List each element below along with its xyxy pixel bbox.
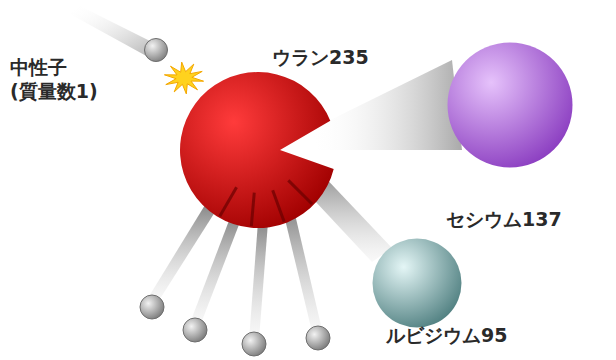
neutron-ball — [140, 295, 164, 319]
rubidium-nucleus: ルビジウム95 — [372, 238, 462, 328]
nucleus-body — [145, 39, 168, 62]
sphere-shape — [447, 42, 573, 168]
node-label: セシウム137 — [446, 208, 562, 232]
sphere-shape — [372, 238, 462, 328]
node-label: 中性子 (質量数1) — [10, 56, 110, 104]
neutron-ball — [242, 332, 266, 356]
neutron-ball — [183, 318, 207, 342]
sphere-shape — [180, 72, 336, 228]
exit-streak — [220, 187, 237, 216]
exit-streak — [273, 190, 284, 222]
sphere-shape — [144, 38, 168, 62]
exit-streak — [288, 180, 312, 204]
fragment-trail — [310, 60, 462, 150]
neutron-trail — [284, 210, 323, 336]
neutron-trail — [190, 218, 240, 326]
nucleus-body — [180, 72, 334, 228]
uranium-nucleus: ウラン235 — [180, 72, 336, 228]
nucleus-body — [448, 43, 573, 168]
exit-streak — [251, 193, 254, 226]
neutron-node: 中性子 (質量数1) — [144, 38, 168, 62]
neutron-trail — [249, 222, 268, 340]
node-label: ルビジウム95 — [386, 324, 507, 348]
impact-burst — [164, 62, 203, 94]
nucleus-body — [373, 239, 462, 328]
neutron-ball — [306, 326, 330, 350]
cesium-nucleus: セシウム137 — [447, 42, 573, 168]
node-label: ウラン235 — [272, 46, 369, 70]
